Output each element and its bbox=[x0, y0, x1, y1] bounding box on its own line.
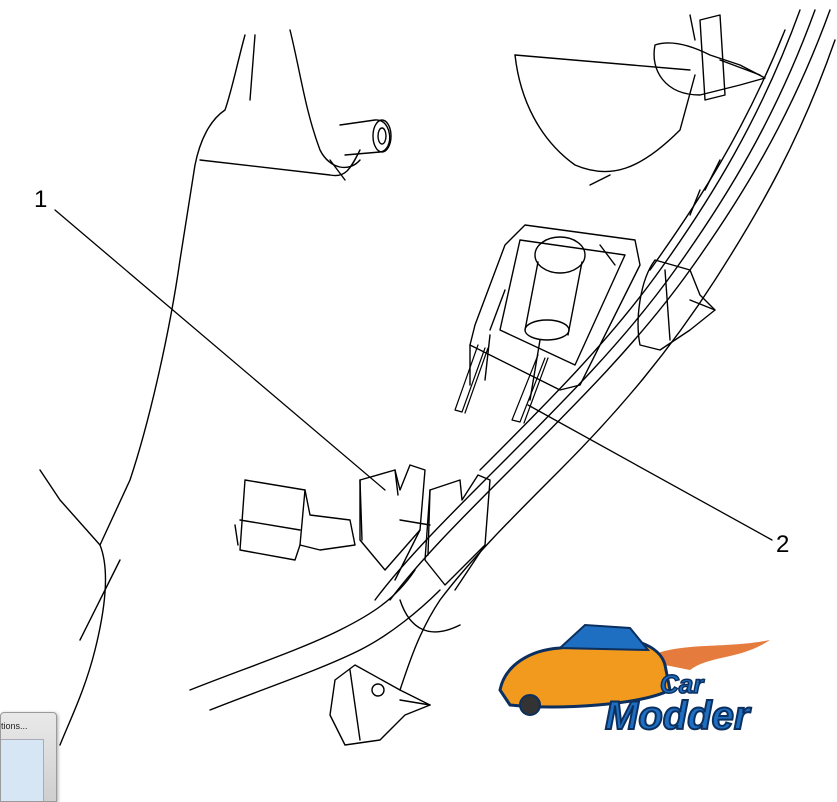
wiring-harness bbox=[189, 569, 461, 711]
pillar-rails bbox=[374, 9, 836, 691]
callout-label-2: 2 bbox=[776, 531, 790, 558]
flame-graphic bbox=[640, 640, 770, 670]
logo-line-car: Car bbox=[660, 669, 705, 699]
pillar-trim-panel bbox=[39, 34, 361, 746]
leader-line-2 bbox=[527, 404, 773, 541]
upper-housing bbox=[514, 54, 696, 186]
leader-line-1 bbox=[54, 209, 386, 491]
connector-2-pins bbox=[454, 344, 549, 424]
callout-label-1: 1 bbox=[34, 186, 48, 213]
logo-line-modder: Modder bbox=[605, 694, 752, 735]
connector-1 bbox=[359, 464, 491, 591]
side-retainer-clip bbox=[637, 259, 716, 351]
wheel-graphic bbox=[519, 694, 541, 716]
popup-content-pane bbox=[1, 739, 44, 801]
upper-bracket bbox=[289, 29, 392, 181]
carmodder-logo bbox=[498, 623, 770, 716]
mounting-bracket bbox=[234, 479, 356, 561]
carmodder-logo-text: Car Modder bbox=[604, 668, 753, 735]
options-popup-window[interactable]: tions... bbox=[0, 712, 57, 802]
top-retainer-clip bbox=[653, 14, 766, 101]
callout-leaders bbox=[54, 209, 773, 541]
lower-retainer-clip bbox=[329, 664, 431, 746]
connector-2-housing bbox=[469, 224, 641, 401]
car-body-graphic bbox=[498, 637, 672, 709]
popup-options-label[interactable]: tions... bbox=[1, 721, 28, 731]
